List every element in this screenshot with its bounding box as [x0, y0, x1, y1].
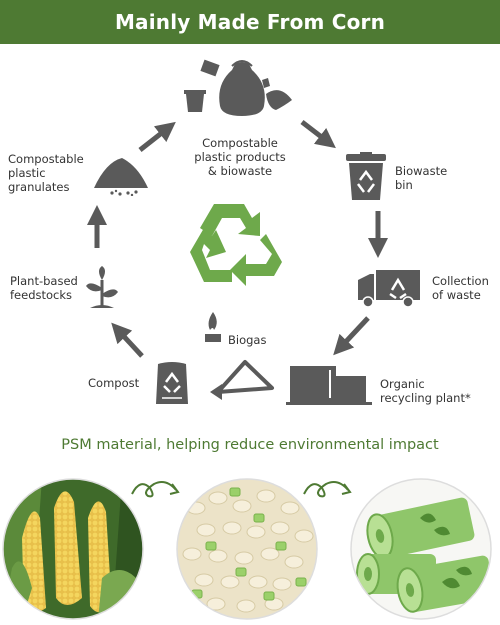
label-collection-of-waste: Collection of waste: [432, 274, 489, 302]
plant-icon: [286, 366, 372, 405]
corn-photo: [2, 478, 144, 620]
label-compostable-granulates: Compostable plastic granulates: [8, 152, 84, 194]
arrow-compost-to-feedstocks: [111, 322, 144, 358]
truck-icon: [358, 270, 420, 308]
arrow-products-to-bin: [300, 120, 336, 149]
arrow-truck-to-plant: [333, 316, 370, 356]
swirl-arrow-1: [131, 481, 180, 498]
arrow-plant-to-compost: [216, 360, 274, 394]
swirl-arrow-2: [303, 481, 352, 498]
label-compostable-products: Compostable plastic products & biowaste: [194, 136, 286, 178]
cycle-arrows: [87, 120, 388, 400]
granulates-icon: [94, 158, 148, 196]
arrow-granulates-to-products: [138, 121, 176, 152]
title-banner: Mainly Made From Corn: [0, 0, 500, 44]
label-organic-recycling-plant: Organic recycling plant*: [380, 377, 471, 405]
compost-bag-icon: [156, 362, 188, 404]
products-icon: [184, 59, 292, 116]
bin-icon: [346, 152, 386, 200]
sprout-icon: [86, 266, 118, 308]
recycle-icon: [190, 204, 282, 286]
biogas-icon: [205, 312, 221, 342]
label-plant-based-feedstocks: Plant-based feedstocks: [10, 274, 78, 302]
label-biowaste-bin: Biowaste bin: [395, 164, 448, 192]
label-biogas: Biogas: [228, 333, 267, 347]
pellets-photo: [176, 478, 318, 620]
bags-photo: [350, 478, 492, 620]
label-compost: Compost: [88, 376, 140, 390]
tagline: PSM material, helping reduce environment…: [61, 437, 439, 453]
page-title: Mainly Made From Corn: [114, 10, 386, 34]
